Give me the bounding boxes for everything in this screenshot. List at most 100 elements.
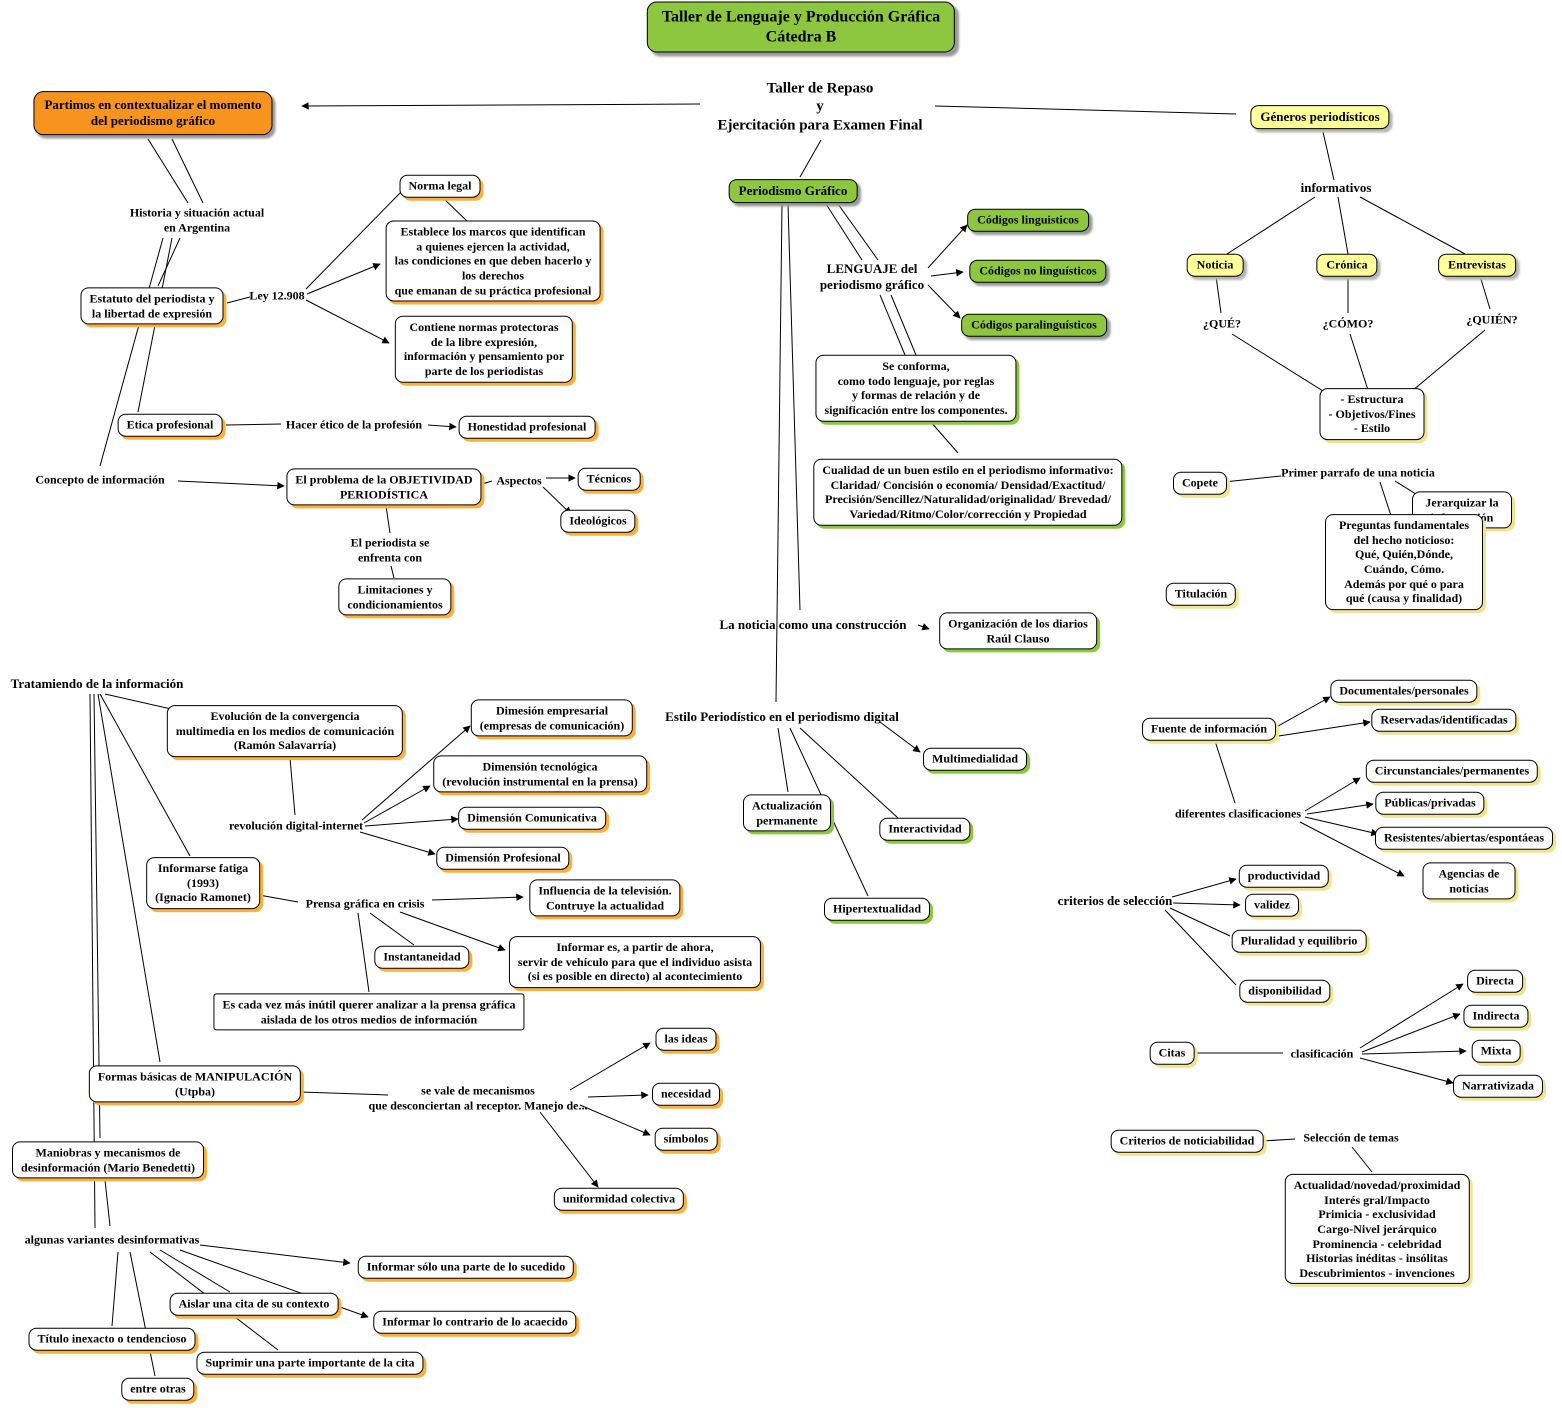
node-aspectos: Aspectos — [496, 473, 542, 488]
node-validez[interactable]: validez — [1245, 893, 1299, 917]
node-codigos-linguisticos[interactable]: Códigos linguisticos — [967, 208, 1089, 232]
connector-line — [258, 894, 299, 903]
node-generos[interactable]: Géneros periodísticos — [1250, 105, 1390, 129]
connector-line — [289, 757, 296, 816]
node-directa[interactable]: Directa — [1467, 969, 1523, 993]
connector-line — [1349, 333, 1369, 391]
node-codigos-paralinguisticos[interactable]: Códigos paralinguísticos — [961, 313, 1107, 337]
connector-line — [927, 284, 961, 319]
node-evolucion-convergencia[interactable]: Evolución de la convergencia multimedia … — [166, 705, 404, 757]
node-interactividad[interactable]: Interactividad — [879, 817, 971, 841]
node-copete[interactable]: Copete — [1173, 471, 1227, 495]
node-productividad[interactable]: productividad — [1238, 864, 1330, 888]
node-hipertextualidad[interactable]: Hipertextualidad — [823, 897, 931, 921]
node-agencias[interactable]: Agencias de noticias — [1422, 862, 1516, 900]
node-limitaciones[interactable]: Limitaciones y condicionamientos — [338, 578, 452, 616]
node-instantaneidad[interactable]: Instantaneidad — [374, 945, 470, 969]
node-como: ¿CÓMO? — [1322, 316, 1374, 331]
connector-line — [399, 911, 506, 952]
node-actualizacion[interactable]: Actualización permanente — [743, 794, 831, 832]
connector-line — [1359, 1057, 1454, 1085]
node-entrevistas[interactable]: Entrevistas — [1438, 253, 1516, 277]
node-noticia[interactable]: Noticia — [1186, 253, 1244, 277]
node-objetividad[interactable]: El problema de la OBJETIVIDAD PERIODÍSTI… — [286, 468, 482, 506]
node-norma-legal[interactable]: Norma legal — [399, 174, 481, 198]
node-narrativizada[interactable]: Narrativizada — [1453, 1074, 1543, 1098]
node-informar-contrario[interactable]: Informar lo contrario de lo acaecido — [373, 1310, 577, 1334]
node-disponibilidad[interactable]: disponibilidad — [1239, 979, 1331, 1003]
connector-line — [481, 480, 493, 485]
connector-line — [301, 102, 701, 110]
connector-line — [1231, 333, 1332, 397]
node-criterios-noticiabilidad[interactable]: Criterios de noticiabilidad — [1110, 1129, 1264, 1153]
connector-line — [799, 727, 899, 819]
node-formas-manipulacion[interactable]: Formas básicas de MANIPULACIÓN (Utpba) — [88, 1065, 302, 1103]
node-se-conforma[interactable]: Se conforma, como todo lenguaje, por reg… — [815, 354, 1017, 422]
node-tecnicos[interactable]: Técnicos — [577, 467, 641, 491]
node-informar-solo[interactable]: Informar sólo una parte de lo sucedido — [357, 1255, 575, 1279]
node-contextualizar[interactable]: Partimos en contextualizar el momento de… — [33, 91, 273, 135]
connector-line — [359, 831, 436, 856]
node-necesidad[interactable]: necesidad — [651, 1082, 721, 1106]
connector-line — [1164, 909, 1237, 986]
node-cualidad-estilo[interactable]: Cualidad de un buen estilo en el periodi… — [813, 458, 1123, 526]
node-tratamiento: Tratamiendo de la información — [10, 676, 184, 692]
node-dimension-empresarial[interactable]: Dimesión empresarial (empresas de comuni… — [470, 699, 634, 737]
connector-line — [305, 299, 390, 344]
node-aislar-cita[interactable]: Aislar una cita de su contexto — [169, 1292, 339, 1316]
node-dimension-comunicativa[interactable]: Dimensión Comunicativa — [458, 806, 606, 830]
connector-line — [542, 486, 572, 515]
node-diferentes-clasificaciones: diferentes clasificaciones — [1174, 806, 1302, 821]
node-las-ideas[interactable]: las ideas — [655, 1027, 717, 1051]
node-ideologicos[interactable]: Ideológicos — [560, 509, 636, 533]
node-etica[interactable]: Etica profesional — [117, 413, 223, 437]
connector-line — [1306, 801, 1374, 815]
node-mixta[interactable]: Mixta — [1471, 1039, 1521, 1063]
node-lista-noticiabilidad[interactable]: Actualidad/novedad/proximidad Interés gr… — [1284, 1173, 1470, 1285]
node-pluralidad[interactable]: Pluralidad y equilibrio — [1231, 929, 1367, 953]
connector-line — [539, 1111, 599, 1188]
node-estatuto[interactable]: Estatuto del periodista y la libertad de… — [80, 287, 224, 325]
node-honestidad[interactable]: Honestidad profesional — [458, 415, 596, 439]
node-circunstanciales[interactable]: Circunstanciales/permanentes — [1365, 759, 1539, 783]
connector-line — [1172, 901, 1241, 909]
node-estructura[interactable]: - Estructura - Objetivos/Fines - Estilo — [1319, 388, 1425, 440]
node-resistentes[interactable]: Resistentes/abiertas/espontáeas — [1375, 826, 1553, 850]
node-documentales[interactable]: Documentales/personales — [1330, 679, 1478, 703]
node-informarse-fatiga[interactable]: Informarse fatiga (1993) (Ignacio Ramone… — [146, 857, 260, 909]
node-publicas[interactable]: Públicas/privadas — [1375, 791, 1485, 815]
node-establece[interactable]: Establece los marcos que identifican a q… — [385, 220, 601, 302]
connector-line — [1361, 1012, 1461, 1053]
node-indirecta[interactable]: Indirecta — [1463, 1004, 1529, 1028]
node-fuente-informacion[interactable]: Fuente de información — [1142, 717, 1276, 741]
node-hacer-etico: Hacer ético de la profesión — [285, 417, 423, 432]
connector-line — [1361, 1047, 1467, 1055]
node-informar-es[interactable]: Informar es, a partir de ahora, servir d… — [508, 936, 762, 988]
connector-line — [369, 912, 415, 946]
node-codigos-no-linguisticos[interactable]: Códigos no linguísticos — [969, 259, 1107, 283]
node-titulo[interactable]: Taller de Lenguaje y Producción Gráfica … — [646, 1, 956, 53]
node-uniformidad[interactable]: uniformidad colectiva — [553, 1187, 685, 1211]
node-simbolos[interactable]: símbolos — [654, 1127, 718, 1151]
node-citas[interactable]: Citas — [1149, 1041, 1195, 1065]
node-preguntas-fundamentales[interactable]: Preguntas fundamentales del hecho notici… — [1325, 514, 1483, 610]
connector-line — [1262, 1138, 1296, 1142]
node-reservadas[interactable]: Reservadas/identificadas — [1371, 708, 1517, 732]
node-titulo-inexacto[interactable]: Título inexacto o tendencioso — [28, 1327, 196, 1351]
node-influencia-television[interactable]: Influencia de la televisión. Contruye la… — [529, 879, 681, 917]
node-multimedialidad[interactable]: Multimedialidad — [922, 747, 1028, 771]
connector-line — [1226, 196, 1316, 255]
node-entre-otras[interactable]: entre otras — [121, 1377, 195, 1401]
node-maniobras[interactable]: Maniobras y mecanismos de desinformación… — [12, 1141, 204, 1179]
node-contiene[interactable]: Contiene normas protectoras de la libre … — [394, 315, 574, 383]
node-cronica[interactable]: Crónica — [1316, 253, 1378, 277]
node-es-cada-vez[interactable]: Es cada vez más inútil querer analizar a… — [213, 993, 525, 1031]
connector-line — [305, 190, 403, 290]
node-periodismo-grafico[interactable]: Periodismo Gráfico — [728, 179, 858, 203]
node-suprimir-parte[interactable]: Suprimir una parte importante de la cita — [196, 1351, 424, 1375]
node-titulacion[interactable]: Titulación — [1165, 582, 1237, 606]
node-organizacion-diarios[interactable]: Organización de los diarios Raúl Clauso — [939, 612, 1097, 650]
node-dimension-tecnologica[interactable]: Dimensión tecnológica (revolución instru… — [433, 755, 647, 793]
node-dimension-profesional[interactable]: Dimensión Profesional — [436, 846, 570, 870]
